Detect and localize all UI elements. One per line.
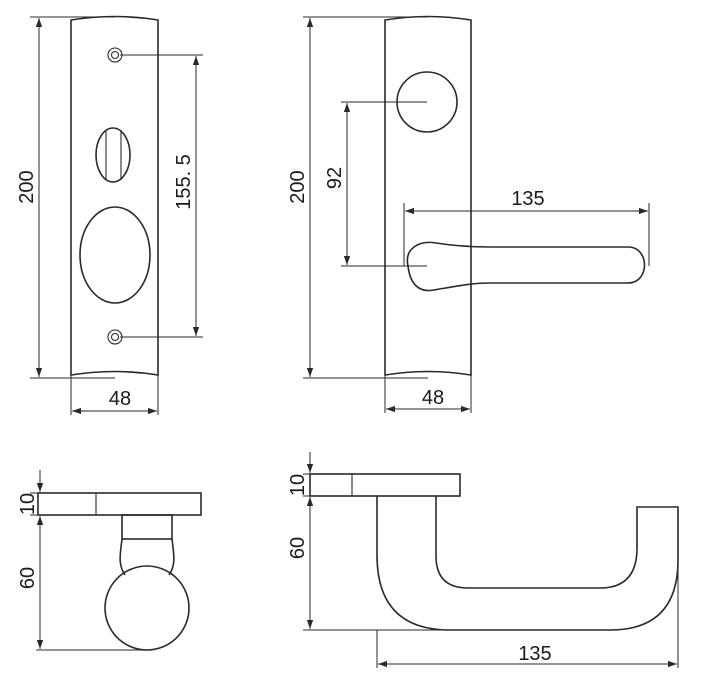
lever-u-profile-outer [376,496,679,631]
knob-rose-outline [79,206,151,304]
lever-length-dimension-label: 135 [511,188,544,210]
height-dimension-label: 200 [16,170,38,203]
plate-thickness-dimension-label: 10 [17,493,39,515]
front-plate-outline [70,15,159,376]
knob-ball [104,565,190,651]
width-dimension-label: 48 [109,388,131,410]
offset-dimension-label: 92 [324,167,346,189]
screw-distance-dimension-label: 155. 5 [173,154,195,210]
projection-dimension-label: 60 [17,567,39,589]
front-plate-view: 200 155. 5 48 [16,15,203,415]
knob-profile-view: 10 60 [17,470,202,651]
plate-thickness-dimension-label: 10 [287,474,309,496]
height-dimension-label: 200 [287,170,309,203]
lever-plate-view: 200 92 135 48 [287,15,650,413]
thumb-turn-bar [105,130,122,180]
lever-plate-outline [384,15,472,376]
lever-profile-view: 10 60 135 [287,452,679,668]
projection-dimension-label: 60 [287,537,309,559]
top-screw-hole [107,47,123,63]
width-dimension-label: 48 [422,387,444,409]
lever-length-dimension-label: 135 [518,643,551,665]
lever-handle-outline [406,241,646,292]
knob-base-plate [37,492,202,516]
bottom-screw-hole [107,329,123,345]
bottom-screw-inner [110,332,120,342]
top-screw-inner [110,50,120,60]
lever-base-plate [309,473,461,497]
knob-neck [121,514,173,540]
thumb-turn-slot [95,127,131,183]
